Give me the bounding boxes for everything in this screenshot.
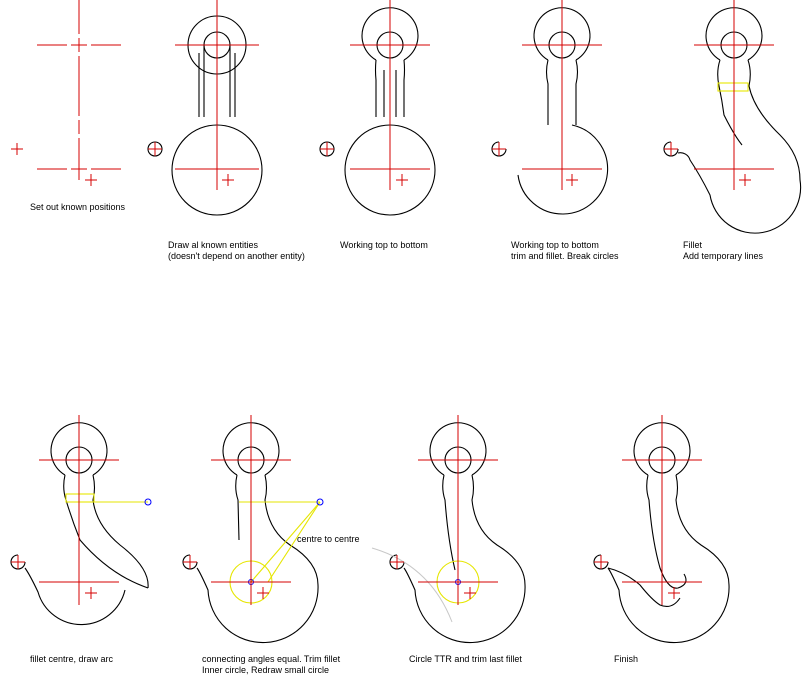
step-7-caption-line-2: Inner circle, Redraw small circle	[202, 665, 329, 675]
step-1-caption-line-1: Set out known positions	[30, 202, 126, 212]
step-5-drawing	[663, 0, 802, 234]
step-6-caption-line-1: fillet centre, draw arc	[30, 654, 114, 664]
step-7-caption-line-1: connecting angles equal. Trim fillet	[202, 654, 341, 664]
step-4-caption-line-1: Working top to bottom	[511, 240, 599, 250]
step-9-caption-line-1: Finish	[614, 654, 638, 664]
step-5-caption-line-1: Fillet	[683, 240, 703, 250]
step-1-drawing	[11, 0, 121, 186]
step-6-drawing	[10, 415, 152, 626]
step-4-caption-line-2: trim and fillet. Break circles	[511, 251, 619, 261]
step-8-caption-line-1: Circle TTR and trim last fillet	[409, 654, 522, 664]
step-7-drawing	[182, 415, 324, 644]
centre-to-centre-label: centre to centre	[297, 534, 360, 544]
step-2-caption-line-1: Draw al known entities	[168, 240, 259, 250]
step-2-caption-line-2: (doesn't depend on another entity)	[168, 251, 305, 261]
step-3-caption-line-1: Working top to bottom	[340, 240, 428, 250]
step-4-drawing	[491, 0, 609, 215]
step-8-drawing	[371, 415, 526, 644]
step-9-drawing	[593, 415, 730, 644]
step-3-drawing	[319, 0, 436, 216]
step-2-drawing	[147, 0, 263, 216]
step-5-caption-line-2: Add temporary lines	[683, 251, 764, 261]
